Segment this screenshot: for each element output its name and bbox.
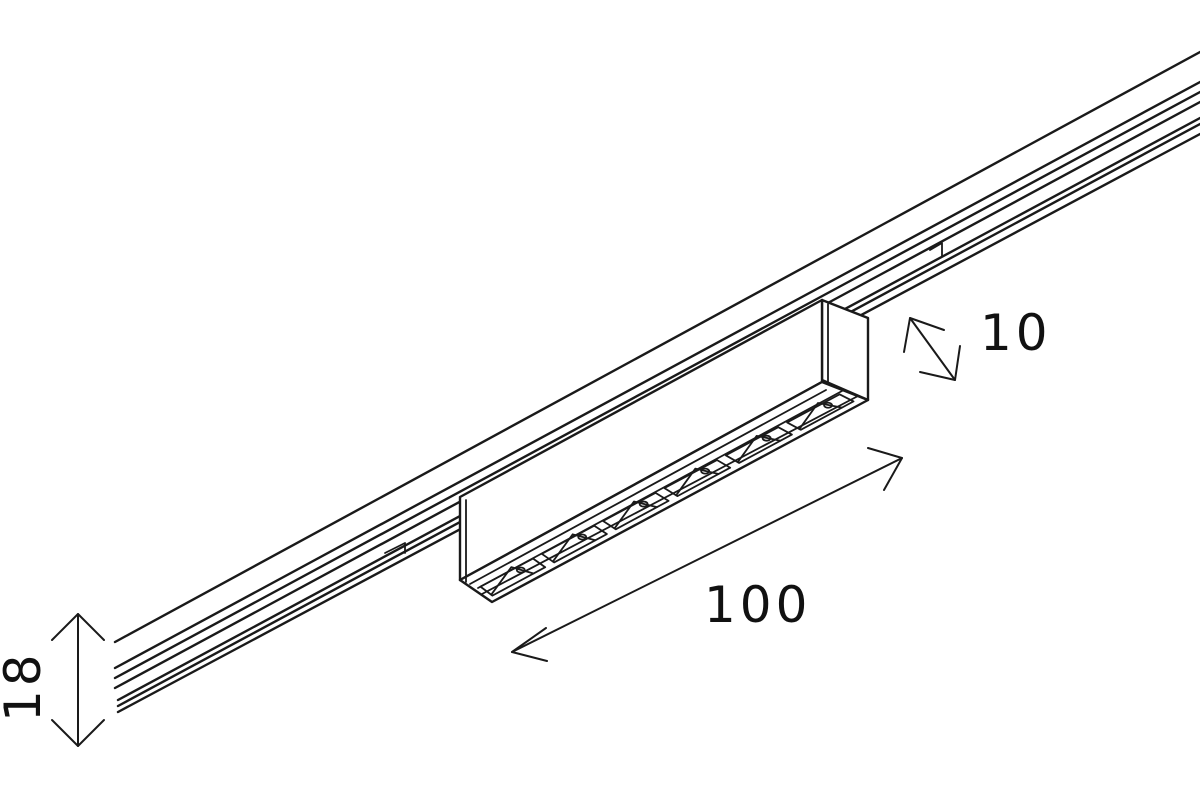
led-emitter — [515, 566, 526, 574]
led-reflector-line — [798, 402, 843, 430]
height-dimension-label: 18 — [0, 650, 52, 722]
led-reflector-line — [551, 533, 597, 563]
height-arrow-head-bottom — [51, 719, 105, 747]
track-rail — [113, 50, 1200, 714]
led-reflector-line — [613, 500, 658, 530]
led-emitter — [700, 467, 711, 475]
length-arrow-head-left — [511, 627, 548, 662]
led-reflector-line — [490, 566, 535, 596]
height-dimension: 18 — [0, 613, 105, 747]
depth-arrow-head-top — [903, 317, 945, 353]
height-arrow-head-top — [51, 613, 105, 641]
led-emitter — [577, 533, 588, 541]
led-reflector-line — [736, 434, 782, 464]
depth-dimension-label: 10 — [980, 304, 1052, 362]
length-arrow-head-right — [867, 447, 903, 491]
depth-arrow-head-bottom — [919, 345, 961, 381]
luminaire-body — [458, 298, 870, 604]
depth-dimension-line — [909, 317, 956, 381]
led-emitter — [761, 434, 772, 442]
length-dimension: 100 — [511, 447, 903, 662]
length-dimension-label: 100 — [704, 576, 811, 634]
led-emitter — [638, 500, 649, 508]
led-emitter — [823, 401, 833, 409]
depth-dimension: 10 — [903, 304, 1052, 381]
length-dimension-line — [511, 457, 903, 653]
led-reflector-line — [675, 467, 720, 497]
led-lens-array — [479, 393, 855, 597]
